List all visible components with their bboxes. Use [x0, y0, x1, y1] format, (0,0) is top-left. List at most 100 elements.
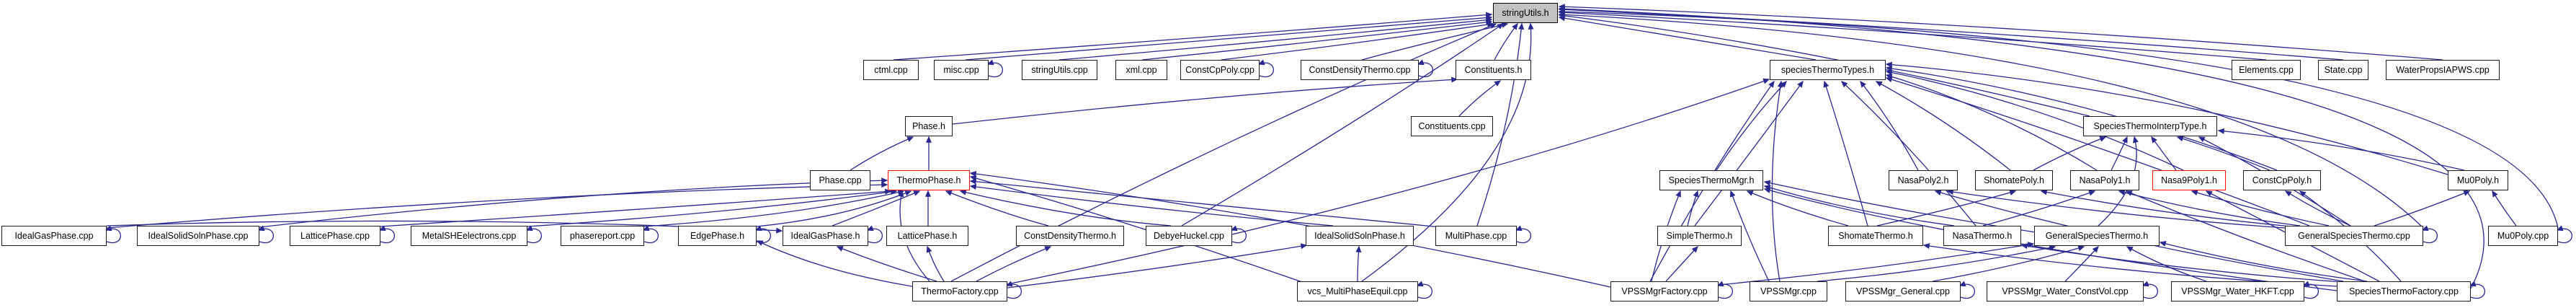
edge-stf-to-gsth [2159, 241, 2368, 282]
graph-node-label: NasaPoly2.h [1897, 175, 1949, 185]
graph-node-label: vcs_MultiPhaseEquil.cpp [1307, 286, 1408, 296]
edge-gstc-to-stt [1885, 76, 2310, 226]
graph-node-eph[interactable]: EdgePhase.h [678, 226, 757, 246]
self-loop-vpw [2142, 281, 2159, 299]
graph-node-np1[interactable]: NasaPoly1.h [2070, 170, 2139, 190]
graph-node-igpc[interactable]: IdealGasPhase.cpp [1, 226, 107, 246]
edge-shth-to-stt [1823, 80, 1868, 226]
graph-node-shth[interactable]: ShomateThermo.h [1828, 226, 1923, 246]
graph-node-misc[interactable]: misc.cpp [934, 60, 989, 80]
self-loop-igpc [104, 225, 122, 244]
graph-node-gsth[interactable]: GeneralSpeciesThermo.h [2034, 226, 2160, 246]
edge-np1-to-stit [2111, 136, 2128, 171]
graph-node-vpg[interactable]: VPSSMgr_General.cpp [1845, 281, 1961, 302]
graph-node-dh[interactable]: DebyeHuckel.cpp [1146, 226, 1232, 246]
edge-ccph-to-stit [2176, 136, 2270, 171]
graph-node-phc[interactable]: Phase.cpp [810, 170, 870, 190]
edge-ctml-to-su [893, 12, 1493, 61]
graph-node-gstc[interactable]: GeneralSpeciesThermo.cpp [2285, 226, 2423, 246]
edge-gstc-to-m0h [2374, 190, 2471, 226]
graph-node-su[interactable]: stringUtils.h [1493, 3, 1558, 23]
graph-node-n9p[interactable]: Nasa9Poly1.h [2152, 170, 2226, 190]
graph-node-label: ConstDensityThermo.h [1024, 231, 1116, 241]
graph-node-label: GeneralSpeciesThermo.h [2045, 231, 2149, 241]
graph-node-label: stringUtils.h [1502, 8, 1549, 18]
graph-node-ccph[interactable]: ConstCpPoly.h [2243, 170, 2321, 190]
edge-water-to-su [1558, 4, 2443, 61]
graph-node-phr[interactable]: phasereport.cpp [561, 226, 644, 246]
graph-node-label: LatticePhase.h [897, 231, 958, 241]
edge-sth-to-stt [1694, 80, 1804, 226]
graph-node-stit[interactable]: SpeciesThermoInterpType.h [2083, 116, 2217, 136]
graph-node-mshe[interactable]: MetalSHEelectrons.cpp [411, 226, 527, 246]
graph-node-ctml[interactable]: ctml.cpp [863, 60, 919, 80]
self-loop-tfc [1005, 281, 1022, 299]
graph-node-issph[interactable]: IdealSolidSolnPhase.h [1306, 226, 1414, 246]
edge-igpc-to-tph [106, 182, 888, 229]
graph-node-stt[interactable]: speciesThermoTypes.h [1770, 60, 1886, 80]
graph-node-phh[interactable]: Phase.h [905, 116, 953, 136]
graph-node-vpw[interactable]: VPSSMgr_Water_ConstVol.cpp [1987, 281, 2144, 302]
graph-node-cdth[interactable]: ConstDensityThermo.h [1016, 226, 1124, 246]
edge-cdth-to-tph [945, 190, 1049, 226]
self-loop-m0c [2556, 225, 2573, 244]
self-loop-eph [754, 225, 772, 244]
edge-gstc-to-np1 [2118, 190, 2301, 226]
edge-igph-to-tph [832, 190, 921, 226]
graph-node-label: GeneralSpeciesThermo.cpp [2298, 231, 2410, 241]
graph-node-label: SpeciesThermoFactory.cpp [2349, 286, 2459, 296]
graph-node-m0h[interactable]: Mu0Poly.h [2448, 170, 2508, 190]
graph-node-m0c[interactable]: Mu0Poly.cpp [2488, 226, 2558, 246]
edge-shp-to-stit [2033, 136, 2107, 171]
edge-tfc-to-eph [756, 240, 913, 287]
graph-node-conc[interactable]: Constituents.cpp [1411, 116, 1493, 136]
graph-node-label: VPSSMgr_Water_HKFT.cpp [2181, 286, 2294, 296]
graph-node-vpm[interactable]: VPSSMgr.cpp [1750, 281, 1827, 302]
graph-node-state[interactable]: State.cpp [2318, 60, 2368, 80]
graph-node-ccpc[interactable]: ConstCpPoly.cpp [1180, 60, 1260, 80]
edge-sucpp-to-su [1059, 17, 1493, 61]
edge-stf-to-np1 [2125, 190, 2366, 282]
graph-node-label: SpeciesThermoMgr.h [1668, 175, 1755, 185]
graph-node-igph[interactable]: IdealGasPhase.h [783, 226, 868, 246]
graph-node-cdtc[interactable]: ConstDensityThermo.cpp [1301, 60, 1419, 80]
edge-nth-to-np1 [1982, 190, 2096, 226]
graph-node-mpc[interactable]: MultiPhase.cpp [1435, 226, 1517, 246]
graph-node-nth[interactable]: NasaThermo.h [1943, 226, 2021, 246]
graph-node-label: ConstCpPoly.h [2252, 175, 2312, 185]
graph-node-conh[interactable]: Constituents.h [1456, 60, 1531, 80]
graph-node-isspc[interactable]: IdealSolidSolnPhase.cpp [137, 226, 259, 246]
graph-node-stf[interactable]: SpeciesThermoFactory.cpp [2337, 281, 2471, 302]
graph-node-tph[interactable]: ThermoPhase.h [888, 170, 970, 190]
graph-node-xml[interactable]: xml.cpp [1115, 60, 1167, 80]
graph-node-label: misc.cpp [943, 65, 979, 75]
graph-node-sth[interactable]: SimpleThermo.h [1657, 226, 1742, 246]
self-loop-lpc [378, 225, 396, 244]
edge-isspc-to-tph [259, 177, 888, 228]
graph-node-sucpp[interactable]: stringUtils.cpp [1022, 60, 1097, 80]
graph-node-vph[interactable]: VPSSMgr_Water_HKFT.cpp [2171, 281, 2304, 302]
edge-dh-to-su [1181, 23, 1505, 226]
graph-node-elem[interactable]: Elements.cpp [2232, 60, 2301, 80]
graph-node-np2[interactable]: NasaPoly2.h [1889, 170, 1958, 190]
graph-node-label: ShomateThermo.h [1838, 231, 1913, 241]
edge-m0h-to-stit [2217, 128, 2465, 171]
edge-gstc-to-np2 [1946, 189, 2286, 229]
edge-phh-to-conh [952, 76, 1458, 125]
graph-node-water[interactable]: WaterPropsIAPWS.cpp [2386, 60, 2500, 80]
self-loop-phr [642, 225, 659, 244]
graph-node-label: ShomatePoly.h [1984, 175, 2044, 185]
graph-node-lpc[interactable]: LatticePhase.cpp [290, 226, 380, 246]
edge-state-to-su [1558, 6, 2344, 61]
graph-node-lph[interactable]: LatticePhase.h [886, 226, 968, 246]
graph-node-vcs[interactable]: vcs_MultiPhaseEquil.cpp [1297, 281, 1418, 302]
graph-node-tfc[interactable]: ThermoFactory.cpp [912, 281, 1007, 302]
graph-node-stm[interactable]: SpeciesThermoMgr.h [1659, 170, 1763, 190]
graph-node-shp[interactable]: ShomatePoly.h [1975, 170, 2053, 190]
graph-node-vpf[interactable]: VPSSMgrFactory.cpp [1610, 281, 1719, 302]
edge-nth-to-stm [1763, 185, 1955, 226]
graph-node-label: ThermoFactory.cpp [921, 286, 999, 296]
edge-vpm-to-gsth [1817, 245, 2056, 282]
graph-node-label: Constituents.cpp [1418, 121, 1486, 131]
edge-m0c-to-m0h [2492, 190, 2517, 226]
